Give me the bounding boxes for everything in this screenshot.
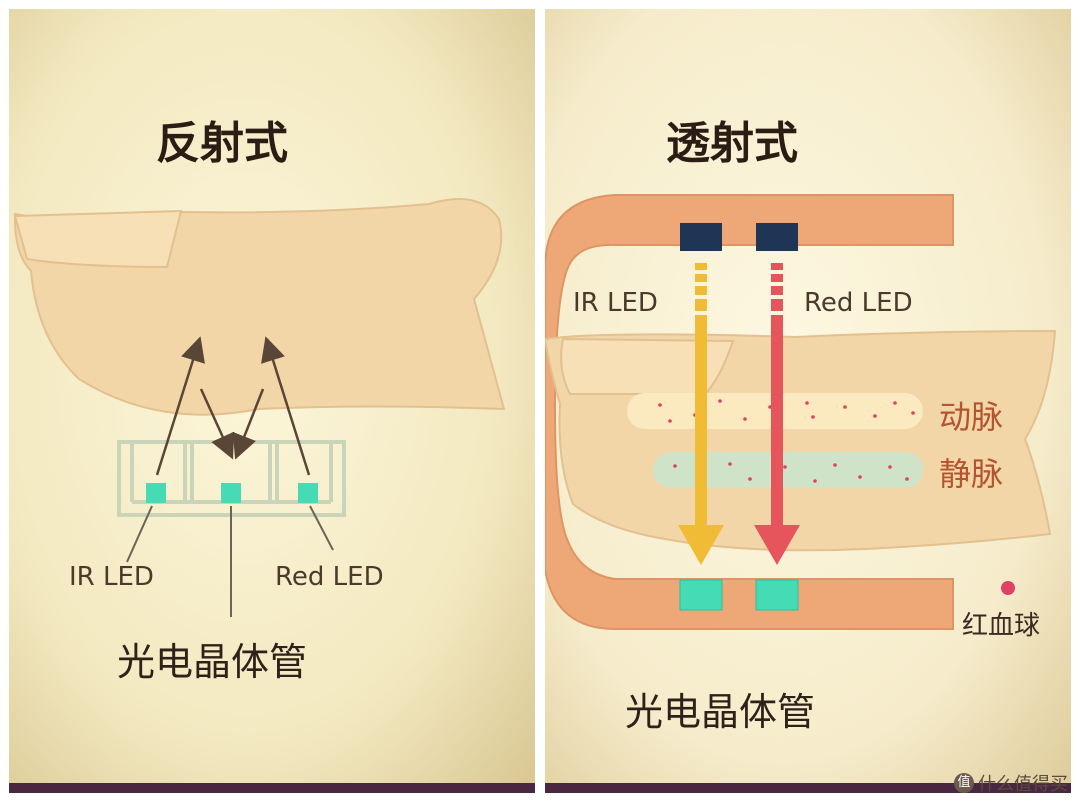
fingernail [13, 209, 183, 269]
photodetector [221, 483, 241, 503]
transmissive-diagram [545, 194, 1057, 630]
leader-lines [126, 505, 334, 617]
photodetector-label: 光电晶体管 [117, 640, 308, 684]
ir-led [146, 483, 166, 503]
red-led-label: Red LED [804, 288, 913, 318]
arrow-ir-down [199, 388, 235, 460]
arrow-red-up [261, 336, 311, 476]
arrow-red-down [232, 388, 265, 460]
reflective-diagram [13, 198, 506, 617]
vein-label: 静脉 [939, 455, 1004, 493]
red-blood-cells [658, 399, 915, 483]
ir-led-label: IR LED [573, 288, 658, 318]
ir-led-label: IR LED [69, 562, 154, 592]
red-led [298, 483, 318, 503]
photodetector-label: 光电晶体管 [625, 690, 816, 734]
ir-detector [679, 579, 723, 611]
bottom-strip [9, 783, 535, 793]
watermark: 值 什么值得买 [954, 770, 1068, 796]
rbc-label: 红血球 [962, 611, 1041, 641]
watermark-icon: 值 [954, 773, 974, 793]
red-emitter [756, 223, 798, 251]
bottom-strip [545, 783, 1071, 793]
rbc-legend-dot [1001, 581, 1015, 595]
ir-emitter [680, 223, 722, 251]
artery-label: 动脉 [939, 398, 1004, 436]
ir-beam [678, 263, 724, 565]
sensor-clip [545, 194, 954, 630]
reflective-title: 反射式 [156, 118, 288, 169]
red-detector [755, 579, 799, 611]
transmissive-title: 透射式 [666, 118, 798, 169]
transmissive-panel: 透射式 IR LED Red LED 动脉 静脉 红血球 光电晶体管 [545, 9, 1071, 793]
vein-band [653, 452, 923, 488]
reflection-arrows [155, 336, 311, 476]
reflective-panel: 反射式 IR LED Red LED 光电晶体管 [9, 9, 535, 793]
fingernail [560, 337, 735, 395]
red-led-label: Red LED [275, 562, 384, 592]
arrow-ir-up [155, 336, 205, 476]
red-beam [754, 263, 800, 565]
watermark-text: 什么值得买 [978, 774, 1068, 795]
sensor-housing [117, 440, 346, 517]
